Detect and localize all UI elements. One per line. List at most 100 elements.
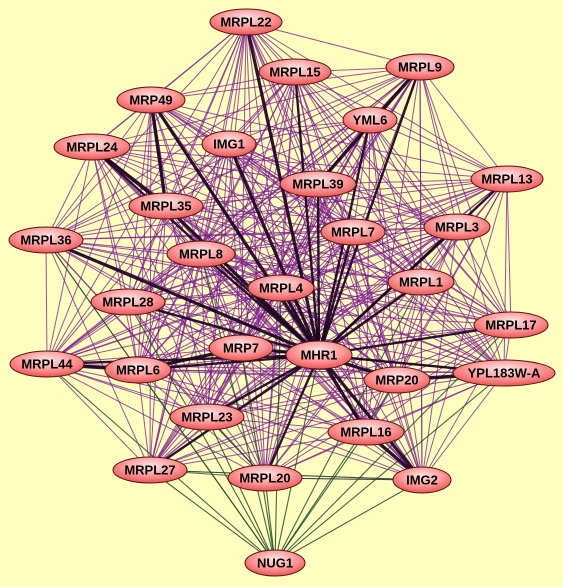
node-shape[interactable] xyxy=(470,165,544,193)
node-shape[interactable] xyxy=(112,456,188,484)
node-mrpl6[interactable]: MRPL6 xyxy=(104,356,172,384)
node-shape[interactable] xyxy=(244,549,306,577)
node-shape[interactable] xyxy=(247,274,315,302)
node-shape[interactable] xyxy=(258,58,332,86)
node-nug1[interactable]: NUG1 xyxy=(244,549,306,577)
node-mrpl36[interactable]: MRPL36 xyxy=(8,226,84,254)
node-shape[interactable] xyxy=(387,268,455,296)
node-mrpl35[interactable]: MRPL35 xyxy=(128,192,204,220)
node-label: MRPL4 xyxy=(259,281,304,296)
node-shape[interactable] xyxy=(473,311,549,339)
node-mrp7[interactable]: MRP7 xyxy=(208,334,274,362)
strong-edge xyxy=(263,354,321,479)
nug1-edge xyxy=(274,287,282,564)
node-img2[interactable]: IMG2 xyxy=(392,466,452,494)
node-shape[interactable] xyxy=(423,213,491,241)
node-mrpl24[interactable]: MRPL24 xyxy=(53,133,131,161)
node-mrpl20[interactable]: MRPL20 xyxy=(227,464,303,492)
node-mrpl3[interactable]: MRPL3 xyxy=(423,213,491,241)
node-shape[interactable] xyxy=(128,192,204,220)
node-shape[interactable] xyxy=(208,334,274,362)
network-edge xyxy=(245,21,319,185)
node-label: MRPL22 xyxy=(220,15,271,30)
node-shape[interactable] xyxy=(363,366,431,394)
node-label: IMG2 xyxy=(406,473,438,488)
node-mhr1[interactable]: MHR1 xyxy=(285,340,353,370)
node-label: MRPL44 xyxy=(21,357,73,372)
node-mrpl4[interactable]: MRPL4 xyxy=(247,274,315,302)
network-edge xyxy=(91,146,367,433)
network-edge xyxy=(45,143,230,241)
node-shape[interactable] xyxy=(385,53,455,81)
node-label: YPL183W-A xyxy=(468,366,541,381)
strong-edge xyxy=(317,66,422,356)
node-shape[interactable] xyxy=(327,418,405,446)
node-shape[interactable] xyxy=(279,170,357,198)
node-mrpl16[interactable]: MRPL16 xyxy=(327,418,405,446)
node-mrpl13[interactable]: MRPL13 xyxy=(470,165,544,193)
network-edge xyxy=(45,239,151,471)
node-img1[interactable]: IMG1 xyxy=(201,130,257,158)
network-edge xyxy=(45,239,48,365)
node-shape[interactable] xyxy=(285,340,353,370)
network-edge xyxy=(137,231,354,371)
strong-edge xyxy=(127,300,320,357)
node-shape[interactable] xyxy=(169,403,245,431)
network-edge xyxy=(45,239,505,374)
node-mrpl8[interactable]: MRPL8 xyxy=(166,240,236,268)
network-edge xyxy=(91,146,508,180)
node-mrpl44[interactable]: MRPL44 xyxy=(9,350,85,378)
node-shape[interactable] xyxy=(452,359,556,387)
node-mrpl22[interactable]: MRPL22 xyxy=(209,8,283,36)
node-shape[interactable] xyxy=(53,133,131,161)
network-edge xyxy=(245,21,508,180)
node-shape[interactable] xyxy=(90,288,166,316)
node-shape[interactable] xyxy=(8,226,84,254)
network-edge xyxy=(165,66,421,207)
nug1-edge xyxy=(240,347,276,564)
node-label: MRPL36 xyxy=(20,233,71,248)
node-shape[interactable] xyxy=(104,356,172,384)
node-shape[interactable] xyxy=(392,466,452,494)
nug1-edge xyxy=(206,416,276,564)
network-edge xyxy=(46,205,167,365)
node-mrpl1[interactable]: MRPL1 xyxy=(387,268,455,296)
node-ypl183w-a[interactable]: YPL183W-A xyxy=(452,359,556,387)
node-mrp20[interactable]: MRP20 xyxy=(363,366,431,394)
node-mrpl28[interactable]: MRPL28 xyxy=(90,288,166,316)
network-edge xyxy=(240,71,296,349)
network-edge xyxy=(45,146,93,241)
node-mrpl39[interactable]: MRPL39 xyxy=(279,170,357,198)
network-edge xyxy=(46,363,151,471)
network-edge xyxy=(149,324,512,471)
node-mrpl27[interactable]: MRPL27 xyxy=(112,456,188,484)
node-shape[interactable] xyxy=(9,350,85,378)
node-shape[interactable] xyxy=(320,218,386,246)
network-edge xyxy=(137,178,508,371)
network-edge xyxy=(294,71,512,326)
strong-edge xyxy=(45,238,320,357)
strong-edge xyxy=(200,253,320,356)
node-yml6[interactable]: YML6 xyxy=(342,106,398,134)
node-label: MRPL28 xyxy=(102,295,153,310)
network-edge xyxy=(137,21,247,371)
nug1-edge xyxy=(149,469,276,564)
node-shape[interactable] xyxy=(116,86,186,114)
node-mrpl15[interactable]: MRPL15 xyxy=(258,58,332,86)
node-shape[interactable] xyxy=(166,240,236,268)
network-edge xyxy=(165,205,505,374)
strong-edge xyxy=(149,99,321,356)
node-mrpl17[interactable]: MRPL17 xyxy=(473,311,549,339)
node-shape[interactable] xyxy=(209,8,283,36)
node-shape[interactable] xyxy=(342,106,398,134)
node-shape[interactable] xyxy=(227,464,303,492)
node-shape[interactable] xyxy=(201,130,257,158)
network-edge xyxy=(421,324,512,481)
node-mrpl7[interactable]: MRPL7 xyxy=(320,218,386,246)
node-mrpl9[interactable]: MRPL9 xyxy=(385,53,455,81)
node-mrp49[interactable]: MRP49 xyxy=(116,86,186,114)
node-mrpl23[interactable]: MRPL23 xyxy=(169,403,245,431)
network-edge xyxy=(264,324,512,479)
network-edge xyxy=(91,146,242,349)
network-edge xyxy=(45,21,247,241)
